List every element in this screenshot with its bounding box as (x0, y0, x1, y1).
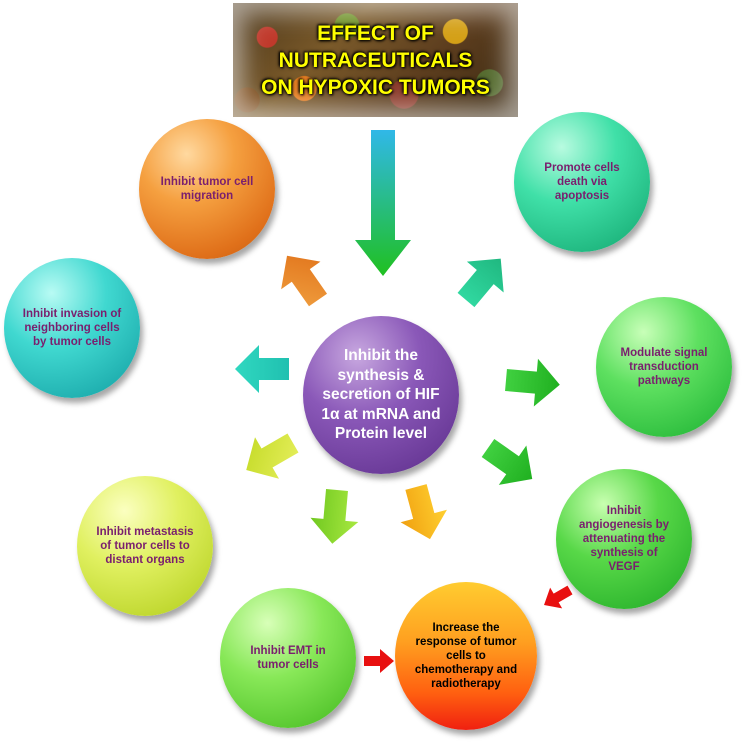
effect-circle-migration: Inhibit tumor cell migration (139, 119, 275, 259)
effect-circle-response: Increase the response of tumor cells to … (395, 582, 537, 730)
arrow-to-apoptosis (457, 258, 504, 308)
arrow-to-response (400, 484, 447, 540)
effect-label-apoptosis: Promote cells death via apoptosis (544, 162, 620, 202)
effect-label-migration: Inhibit tumor cell migration (160, 176, 254, 202)
effect-circle-angiogenesis: Inhibit angiogenesis by attenuating the … (556, 469, 692, 609)
arrow-to-emt (310, 489, 359, 544)
effect-circle-signal: Modulate signal transduction pathways (596, 297, 732, 437)
effect-circle-apoptosis: Promote cells death via apoptosis (514, 112, 650, 252)
arrow-to-invasion (235, 345, 289, 393)
title-line-3: ON HYPOXIC TUMORS (261, 75, 490, 99)
effect-label-emt: Inhibit EMT in tumor cells (250, 645, 326, 671)
effect-label-angiogenesis: Inhibit angiogenesis by attenuating the … (578, 505, 670, 573)
red-arrow-from-angiogenesis (544, 585, 573, 609)
effect-circle-invasion: Inhibit invasion of neighboring cells by… (4, 258, 140, 398)
arrow-to-metastasis (246, 433, 299, 479)
effect-label-invasion: Inhibit invasion of neighboring cells by… (22, 308, 122, 348)
arrow-to-migration (281, 255, 328, 307)
title-banner: EFFECT OF NUTRACEUTICALS ON HYPOXIC TUMO… (233, 3, 518, 117)
effect-circle-emt: Inhibit EMT in tumor cells (220, 588, 356, 728)
effect-label-signal: Modulate signal transduction pathways (620, 347, 708, 387)
central-mechanism-circle: Inhibit the synthesis & secretion of HIF… (303, 316, 459, 474)
effect-circle-metastasis: Inhibit metastasis of tumor cells to dis… (77, 476, 213, 616)
main-down-arrow (355, 130, 411, 276)
arrow-to-signal (505, 358, 560, 407)
title-line-2: NUTRACEUTICALS (278, 48, 473, 72)
arrow-to-angiogenesis (481, 438, 533, 485)
effect-label-response: Increase the response of tumor cells to … (414, 622, 518, 690)
central-mechanism-text: Inhibit the synthesis & secretion of HIF… (321, 347, 441, 443)
red-arrow-from-emt (364, 649, 394, 673)
effect-label-metastasis: Inhibit metastasis of tumor cells to dis… (96, 526, 194, 566)
title-line-1: EFFECT OF (317, 21, 434, 45)
